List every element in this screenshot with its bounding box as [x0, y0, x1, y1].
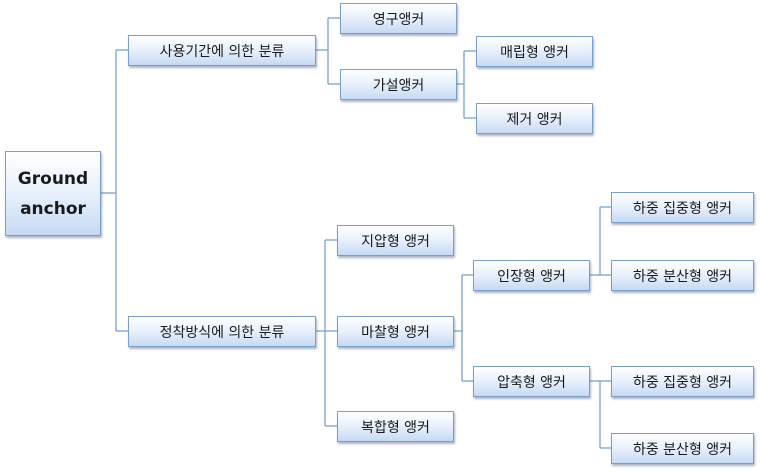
node-removable-anchor: 제거 앵커	[476, 103, 593, 134]
node-compression-anchor: 압축형 앵커	[473, 366, 590, 397]
node-by-usage-period: 사용기간에 의한 분류	[128, 35, 316, 66]
node-temporary-anchor: 가설앵커	[340, 69, 457, 100]
node-tension-distributed-load: 하중 분산형 앵커	[611, 260, 754, 291]
node-tension-concentrated-load: 하중 집중형 앵커	[611, 192, 754, 223]
node-buried-anchor: 매립형 앵커	[476, 36, 593, 67]
node-bearing-anchor: 지압형 앵커	[337, 225, 454, 256]
node-permanent-anchor: 영구앵커	[340, 3, 457, 34]
node-friction-anchor: 마찰형 앵커	[337, 316, 454, 347]
node-compression-concentrated-load: 하중 집중형 앵커	[611, 366, 754, 397]
node-compression-distributed-load: 하중 분산형 앵커	[611, 433, 754, 464]
node-by-fixing-method: 정착방식에 의한 분류	[128, 316, 316, 347]
node-composite-anchor: 복합형 앵커	[337, 411, 454, 442]
node-tension-anchor: 인장형 앵커	[473, 260, 590, 291]
